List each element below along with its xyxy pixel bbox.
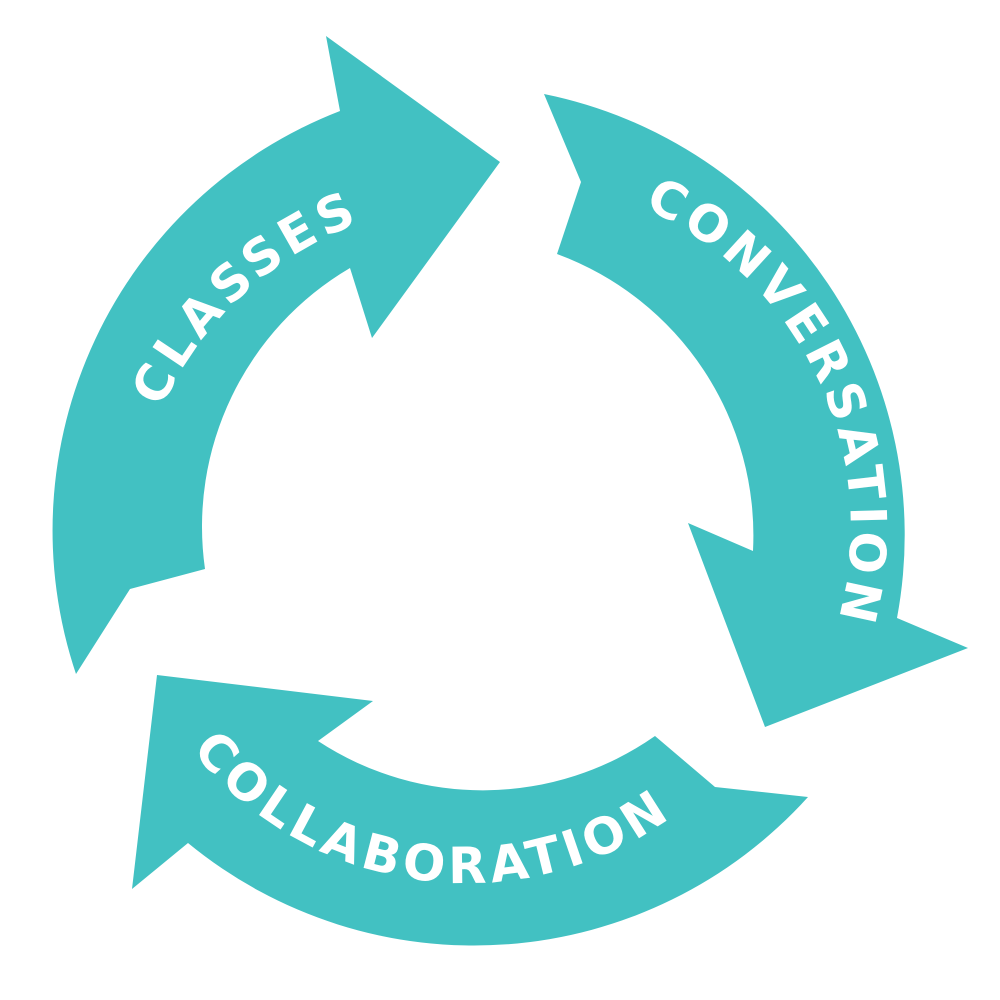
arrow-classes-shape bbox=[52, 36, 500, 674]
arrow-collaboration: COLLABORATION bbox=[132, 675, 808, 946]
arrow-collaboration-shape bbox=[132, 675, 808, 946]
arrow-conversation-shape bbox=[544, 94, 968, 727]
arrow-classes: CLASSES bbox=[52, 36, 500, 674]
arrow-conversation: CONVERSATION bbox=[544, 94, 968, 727]
